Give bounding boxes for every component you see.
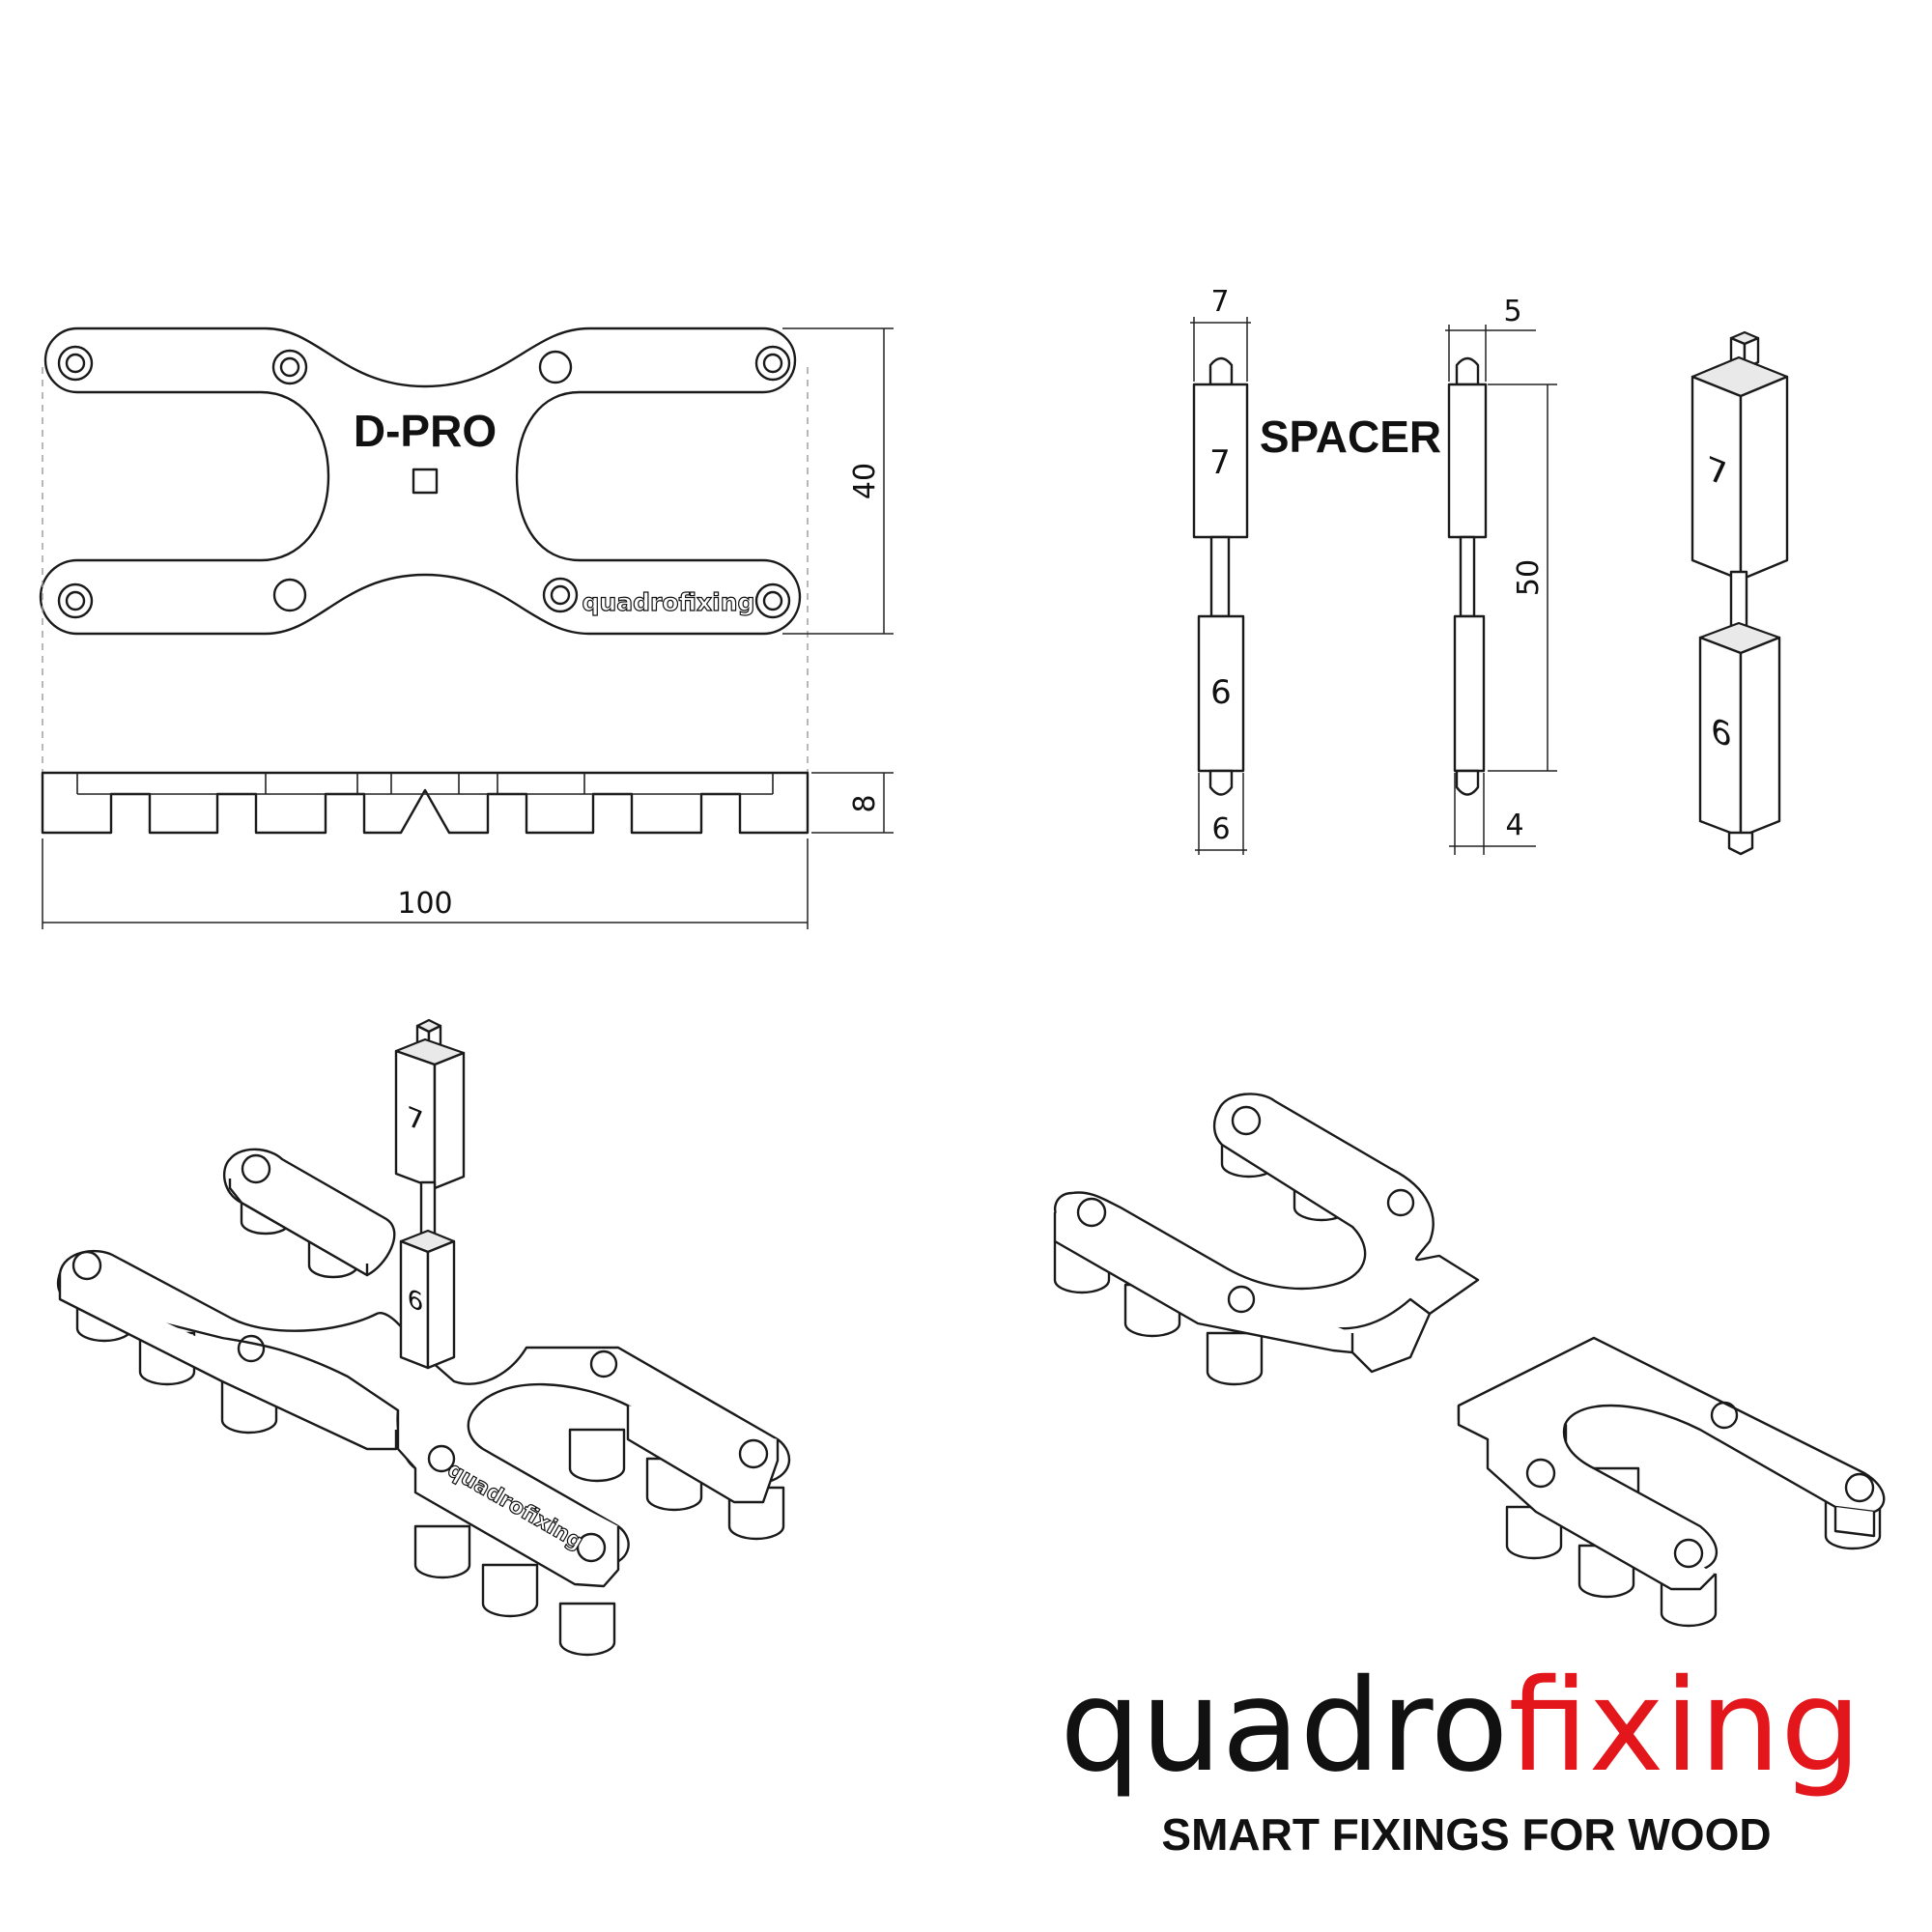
mounting-holes [57,345,791,619]
spacer-dim-top-b: 5 [1503,295,1521,328]
plate-engraving: quadrofixing [582,588,755,616]
spacer-dim-top-a: 7 [1210,285,1229,319]
spacer-dim-bottom-b: 4 [1505,809,1523,842]
spacer-dim-length: 50 [1512,559,1546,596]
dpro-plate-outline [39,327,802,636]
brand-name-accent: fixing [1508,1652,1861,1801]
spacer-label: SPACER [1260,412,1441,462]
spacer-mark-upper: 7 [1209,443,1231,482]
dpro-top-view: D-PRO quadrofixing 40 [39,327,894,773]
spacer-mark-lower: 6 [1210,673,1232,712]
exploded-halves [1053,1093,1886,1628]
spacer-dim-bottom-a: 6 [1211,812,1230,846]
brand-name-dark: quadro [1060,1652,1508,1801]
spacer-iso-mark-upper: 7 [1707,449,1728,496]
spacer-front-view: 7 6 7 6 [1190,285,1251,855]
brand-wordmark: quadrofixing [1060,1652,1861,1801]
iso-spacer-mark-lower: 6 [408,1284,424,1319]
spacer-iso-mark-lower: 6 [1711,710,1732,756]
iso-spacer-mark-upper: 7 [407,1099,424,1138]
side-profile [41,771,810,835]
center-square [412,468,439,495]
iso-plate-top [56,1249,791,1567]
dpro-label: D-PRO [354,406,497,456]
iso-front-pegs [75,1288,785,1657]
spacer-iso-view: 7 6 [1690,330,1789,856]
dim-height: 40 [848,463,882,499]
brand-tagline: SMART FIXINGS FOR WOOD [1161,1809,1771,1860]
dim-thickness: 8 [848,794,882,812]
brand-logo: quadrofixing SMART FIXINGS FOR WOOD [1060,1652,1861,1860]
dpro-side-view: 8 100 [41,771,894,929]
half-right [1457,1336,1886,1628]
dim-length: 100 [397,887,452,921]
iso-back-prong-top [222,1148,396,1277]
iso-assembly: quadrofixing 7 6 [56,1018,791,1657]
iso-spacer: 7 6 [394,1018,466,1370]
half-left [1053,1093,1480,1386]
spacer-side-view: 5 50 4 [1445,295,1557,855]
